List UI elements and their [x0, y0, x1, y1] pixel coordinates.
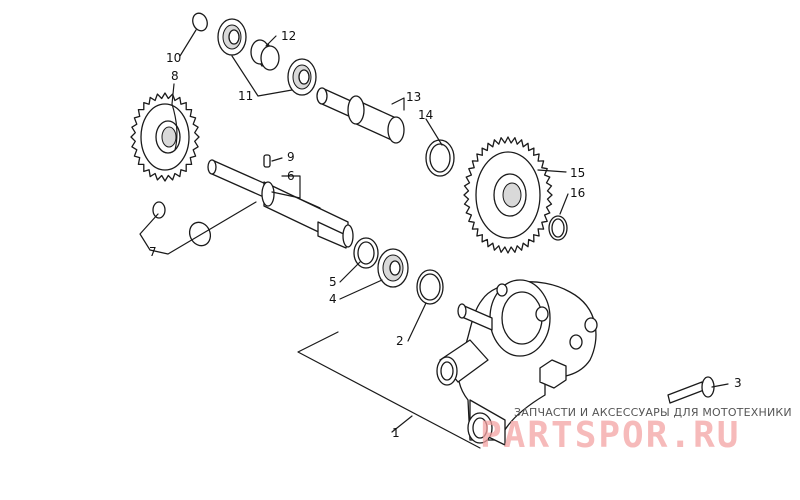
shaft-6 — [207, 159, 354, 249]
callout-6: 6 — [287, 169, 295, 183]
gear-15 — [463, 136, 553, 254]
callout-12: 12 — [281, 29, 296, 43]
callout-16: 16 — [570, 186, 585, 200]
callout-2: 2 — [396, 334, 404, 348]
snap-ring-14 — [425, 139, 455, 177]
bearing-11-lower — [287, 58, 317, 96]
callout-numbers: 1 2 3 4 5 6 7 8 9 10 11 12 13 14 15 16 — [149, 29, 742, 440]
callout-1: 1 — [392, 426, 400, 440]
bushing-12 — [250, 39, 280, 71]
callout-10: 10 — [166, 51, 181, 65]
snap-ring-5 — [353, 237, 379, 269]
bearing-11-upper — [217, 18, 247, 56]
bolt-3 — [667, 376, 715, 404]
watermark-caption: ЗАПЧАСТИ И АКСЕССУАРЫ ДЛЯ МОТОТЕХНИКИ — [514, 406, 792, 419]
snap-ring-7-upper — [152, 201, 166, 219]
callout-11: 11 — [238, 89, 253, 103]
callout-4: 4 — [329, 292, 337, 306]
snap-ring-7-lower — [188, 221, 212, 247]
leader-lines — [139, 29, 729, 449]
callout-8: 8 — [171, 69, 179, 83]
watermark-brand: PARTSPOR.RU — [480, 415, 740, 456]
snap-ring-16 — [548, 215, 568, 241]
watermark: ЗАПЧАСТИ И АКСЕССУАРЫ ДЛЯ МОТОТЕХНИКИ PA… — [480, 406, 792, 456]
callout-13: 13 — [406, 90, 421, 104]
callout-15: 15 — [570, 166, 585, 180]
pin-9 — [263, 154, 271, 168]
pump-housing-1 — [436, 279, 598, 446]
callout-14: 14 — [418, 108, 433, 122]
callout-3: 3 — [734, 376, 742, 390]
callout-9: 9 — [287, 150, 295, 164]
o-ring-2 — [416, 269, 444, 305]
callout-5: 5 — [329, 275, 337, 289]
shaft-13 — [316, 87, 405, 144]
bearing-4 — [377, 248, 409, 288]
gear-8 — [130, 92, 200, 182]
snap-ring-10 — [192, 12, 208, 32]
callout-7: 7 — [149, 245, 157, 259]
